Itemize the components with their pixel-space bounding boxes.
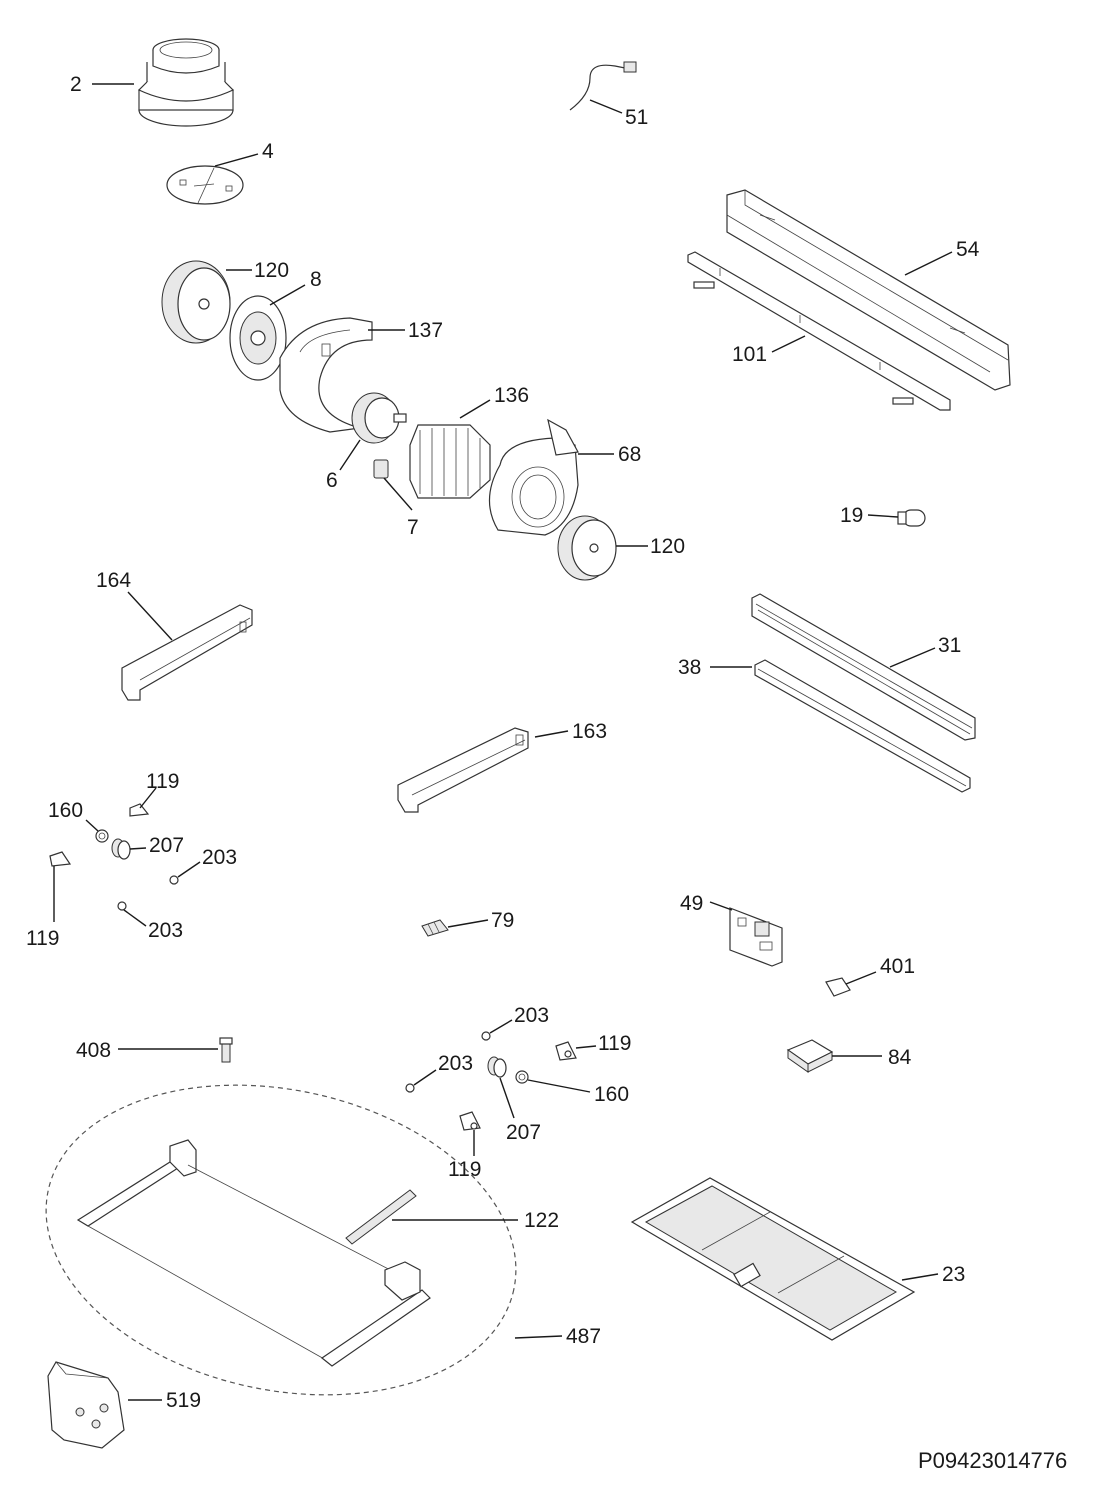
callout-19: 19 [840,504,863,527]
part-screw-203-b [117,901,127,911]
callout-137: 137 [408,319,443,342]
part-cable [569,61,637,111]
part-screw-203-d [405,1083,415,1093]
callout-207-a: 207 [149,834,184,857]
part-fan-housing-left [279,317,373,433]
callout-119-d: 119 [448,1158,481,1181]
part-lamp [897,509,926,527]
drawing-code: P09423014776 [918,1448,1067,1473]
callout-120-top: 120 [254,259,289,282]
callout-101: 101 [732,343,767,366]
part-clip-119-b [49,851,72,867]
callout-160-b: 160 [594,1083,629,1106]
part-fan-housing-right [488,418,579,536]
callout-519: 519 [166,1389,201,1412]
callout-408: 408 [76,1039,111,1062]
callout-38: 38 [678,656,701,679]
callout-203-b: 203 [148,919,183,942]
callout-23: 23 [942,1263,965,1286]
callout-119-a: 119 [146,770,179,793]
callout-401: 401 [880,955,915,978]
part-clip-119-c [555,1041,577,1061]
callout-49: 49 [680,892,703,915]
callout-51: 51 [625,106,648,129]
callout-119-b: 119 [26,927,59,950]
callout-79: 79 [491,909,514,932]
part-clip-119-a [129,803,150,817]
callout-6: 136 [494,384,529,407]
part-capacitor [373,459,389,479]
part-impeller-wheel-top [161,260,231,344]
part-clip-119-d [459,1111,481,1131]
callout-122: 122 [524,1209,559,1232]
callout-54: 54 [956,238,980,261]
part-switch-401 [825,977,851,997]
part-transformer [786,1039,834,1073]
part-duct-collar [137,38,235,127]
callout-487: 487 [566,1325,601,1348]
callout-203-a: 203 [202,846,237,869]
part-damper-flap [166,165,244,205]
part-grommet-160-a [95,829,109,843]
part-motor-plate [229,295,287,381]
callout-203-d: 203 [438,1052,473,1075]
part-blower-wheel [409,424,491,499]
callout-8: 8 [310,268,322,291]
callout-160-a: 160 [48,799,83,822]
part-grease-filter [630,1177,916,1341]
callout-164: 164 [96,569,131,592]
part-side-bracket-right [397,727,529,813]
part-connector [421,919,449,937]
part-light-diffuser [754,659,971,793]
callout-119-c: 119 [598,1032,631,1055]
callout-4: 4 [262,140,274,163]
callout-203-c: 203 [514,1004,549,1027]
callout-84: 84 [888,1046,912,1069]
part-filter-frame [76,1139,431,1367]
callout-2: 2 [70,73,82,96]
part-bushing-207-a [111,838,131,860]
part-light-profile [751,593,976,741]
callout-163: 163 [572,720,607,743]
part-control-board [729,907,783,967]
part-bushing-207-b [487,1056,507,1078]
callout-68: 7 [407,516,419,539]
callout-7: 6 [326,469,338,492]
part-top-cover-rail [726,189,1011,391]
part-screw-203-a [169,875,179,885]
part-bolt-408 [219,1037,233,1063]
part-hardware-bag [47,1361,125,1449]
part-side-bracket-left [121,604,253,701]
part-front-rail [687,251,951,411]
callout-136: 68 [618,443,641,466]
kit-487-outline [45,1084,517,1396]
callout-31: 31 [938,634,961,657]
part-grommet-160-b [515,1070,529,1084]
part-impeller-wheel-bottom [557,515,617,581]
callout-120-bottom: 120 [650,535,685,558]
callout-207-b: 207 [506,1121,541,1144]
part-screw-203-c [481,1031,491,1041]
part-fan-motor [351,392,407,444]
part-filter-clip [345,1189,417,1245]
